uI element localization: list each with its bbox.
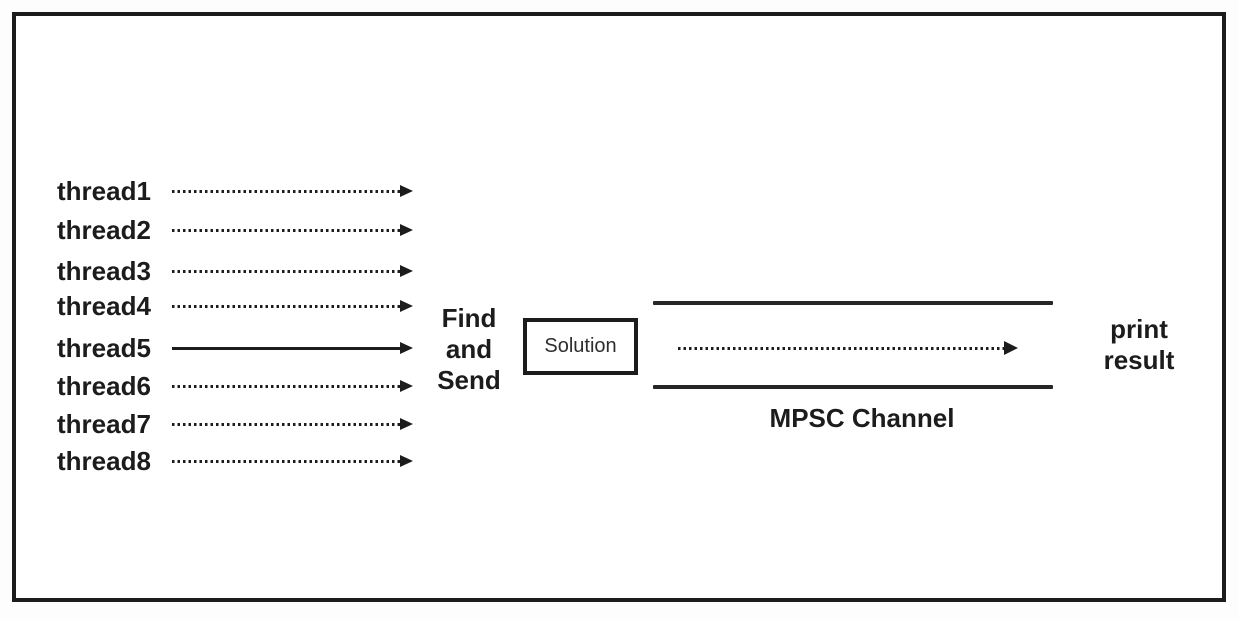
solution-label: Solution xyxy=(544,335,617,357)
arrow-line xyxy=(172,384,400,388)
thread-row: thread3 xyxy=(57,258,413,284)
arrow-line xyxy=(172,422,400,426)
arrow-head-icon xyxy=(400,300,413,312)
arrow-line xyxy=(172,269,400,273)
output-line: result xyxy=(1103,345,1175,375)
thread-row: thread5 xyxy=(57,335,413,361)
processor-label: Find and Send xyxy=(419,303,519,396)
thread-label: thread6 xyxy=(57,371,151,401)
arrow-head-icon xyxy=(400,380,413,392)
thread-arrow xyxy=(172,379,413,393)
arrow-head-icon xyxy=(400,265,413,277)
arrow-head-icon xyxy=(400,455,413,467)
channel-wall-top xyxy=(653,301,1053,305)
channel-label: MPSC Channel xyxy=(769,403,955,433)
processor-line: Send xyxy=(437,365,501,395)
arrow-line xyxy=(172,189,400,193)
thread-row: thread8 xyxy=(57,448,413,474)
thread-row: thread1 xyxy=(57,178,413,204)
thread-arrow xyxy=(172,184,413,198)
channel-arrow xyxy=(678,341,1018,355)
thread-row: thread7 xyxy=(57,411,413,437)
thread-arrow xyxy=(172,223,413,237)
thread-label: thread1 xyxy=(57,176,151,206)
processor-line: Find xyxy=(441,303,497,333)
thread-arrow xyxy=(172,341,413,355)
arrow-line xyxy=(678,346,1004,350)
arrow-line xyxy=(172,459,400,463)
thread-label: thread3 xyxy=(57,256,151,286)
arrow-line xyxy=(172,346,400,350)
arrow-head-icon xyxy=(400,418,413,430)
thread-label: thread8 xyxy=(57,446,151,476)
processor-line: and xyxy=(445,334,493,364)
arrow-head-icon xyxy=(400,224,413,236)
thread-arrow xyxy=(172,454,413,468)
thread-label: thread7 xyxy=(57,409,151,439)
thread-row: thread4 xyxy=(57,293,413,319)
thread-label: thread4 xyxy=(57,291,151,321)
thread-row: thread2 xyxy=(57,217,413,243)
solution-box: Solution xyxy=(523,318,638,375)
thread-row: thread6 xyxy=(57,373,413,399)
arrow-head-icon xyxy=(400,342,413,354)
thread-label: thread2 xyxy=(57,215,151,245)
thread-arrow xyxy=(172,264,413,278)
thread-label: thread5 xyxy=(57,333,151,363)
channel-wall-bottom xyxy=(653,385,1053,389)
arrow-line xyxy=(172,304,400,308)
thread-arrow xyxy=(172,417,413,431)
output-line: print xyxy=(1110,314,1168,344)
arrow-head-icon xyxy=(1004,341,1018,355)
arrow-head-icon xyxy=(400,185,413,197)
output-label: print result xyxy=(1089,314,1189,376)
thread-arrow xyxy=(172,299,413,313)
arrow-line xyxy=(172,228,400,232)
